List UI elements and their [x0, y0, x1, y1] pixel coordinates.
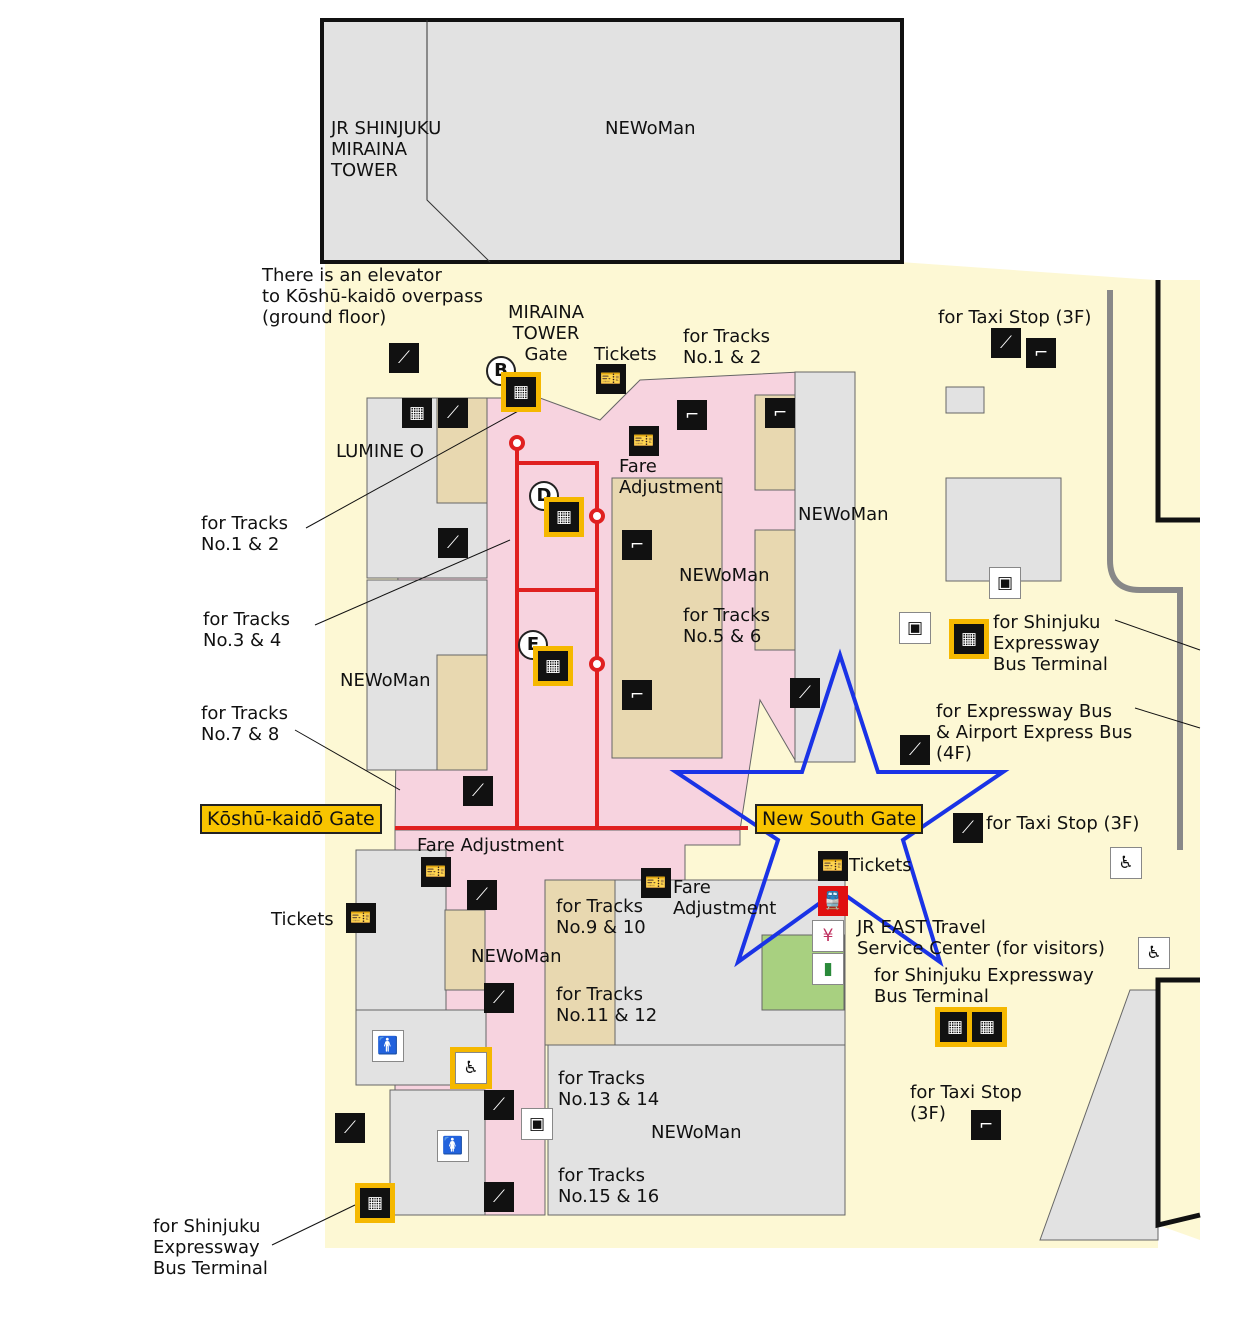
label-newoman: NEWoMan	[651, 1122, 742, 1143]
label-tickets: Tickets	[271, 909, 334, 930]
label-miraina-gate: MIRAINA TOWER Gate	[508, 302, 585, 365]
escalator-icon: ⟋	[438, 398, 468, 428]
label-newoman: NEWoMan	[798, 504, 889, 525]
label-tickets: Tickets	[594, 344, 657, 365]
label-lumine: LUMINE O	[336, 441, 424, 462]
stairs-icon: ⌐	[765, 398, 795, 428]
locker-icon: ▣	[989, 567, 1021, 599]
label-travel-service-center: JR EAST Travel Service Center (for visit…	[857, 917, 1105, 959]
label-fare-adjustment: Fare Adjustment	[417, 835, 564, 856]
label-newoman: NEWoMan	[679, 565, 770, 586]
new-south-gate: New South Gate	[755, 804, 924, 834]
koshu-kaido-gate: Kōshū-kaidō Gate	[200, 804, 382, 834]
escalator-icon: ⟋	[335, 1113, 365, 1143]
label-taxi-stop: for Taxi Stop (3F)	[986, 813, 1140, 834]
ticket-machine-icon: 🎫	[818, 851, 848, 881]
elevator-icon: ▦	[402, 398, 432, 428]
escalator-icon: ⟋	[484, 983, 514, 1013]
ticket-machine-icon: 🎫	[596, 364, 626, 394]
stairs-icon: ⌐	[971, 1110, 1001, 1140]
wheelchair-ramp-icon: ♿	[1110, 847, 1142, 879]
elevator-icon: ▦	[967, 1007, 1007, 1047]
womens-restroom-icon: 🚺	[437, 1130, 469, 1162]
escalator-icon: ⟋	[484, 1182, 514, 1212]
label-expressway-bus-terminal: for Shinjuku Expressway Bus Terminal	[153, 1216, 268, 1279]
escalator-icon: ⟋	[900, 735, 930, 765]
label-tracks-1-2-left: for Tracks No.1 & 2	[201, 513, 288, 555]
ticket-machine-icon: 🎫	[346, 903, 376, 933]
label-tracks-3-4: for Tracks No.3 & 4	[203, 609, 290, 651]
label-taxi-stop: for Taxi Stop (3F)	[910, 1082, 1022, 1124]
label-tracks-11-12: for Tracks No.11 & 12	[556, 984, 658, 1026]
escalator-icon: ⟋	[463, 776, 493, 806]
stairs-icon: ⌐	[677, 400, 707, 430]
elevator-icon: ▦	[355, 1183, 395, 1223]
wheelchair-icon: ♿	[450, 1047, 492, 1089]
label-miraina-tower: JR SHINJUKU MIRAINA TOWER	[331, 118, 442, 181]
elevator-icon: ▦	[544, 497, 584, 537]
stairs-icon: ⌐	[622, 530, 652, 560]
currency-exchange-icon: ¥	[812, 920, 844, 952]
locker-icon: ▣	[521, 1108, 553, 1140]
label-newoman: NEWoMan	[340, 670, 431, 691]
escalator-icon: ⟋	[389, 343, 419, 373]
label-taxi-stop: for Taxi Stop (3F)	[938, 307, 1092, 328]
travel-center-icon: 🚆	[818, 886, 848, 916]
label-expressway-airport-bus: for Expressway Bus & Airport Express Bus…	[936, 701, 1133, 764]
label-tracks-1-2: for Tracks No.1 & 2	[683, 326, 770, 368]
escalator-icon: ⟋	[790, 678, 820, 708]
label-tracks-15-16: for Tracks No.15 & 16	[558, 1165, 660, 1207]
accessible-route	[395, 435, 748, 830]
label-elevator-note: There is an elevator to Kōshū-kaidō over…	[262, 265, 483, 328]
upper-building	[320, 18, 904, 264]
elevator-icon: ▦	[533, 646, 573, 686]
wheelchair-ramp-icon: ♿	[1138, 937, 1170, 969]
ticket-machine-icon: 🎫	[641, 868, 671, 898]
stairs-icon: ⌐	[622, 680, 652, 710]
label-newoman: NEWoMan	[605, 118, 696, 139]
escalator-icon: ⟋	[991, 328, 1021, 358]
escalator-icon: ⟋	[438, 528, 468, 558]
label-expressway-bus-terminal: for Shinjuku Expressway Bus Terminal	[993, 612, 1108, 675]
label-tracks-7-8: for Tracks No.7 & 8	[201, 703, 288, 745]
label-tracks-9-10: for Tracks No.9 & 10	[556, 896, 646, 938]
ticket-machine-icon: 🎫	[629, 426, 659, 456]
locker-icon: ▣	[899, 612, 931, 644]
label-expressway-bus-terminal: for Shinjuku Expressway Bus Terminal	[874, 965, 1094, 1007]
ticket-machine-icon: 🎫	[421, 857, 451, 887]
label-fare-adjustment: Fare Adjustment	[673, 877, 777, 919]
mens-restroom-icon: 🚹	[372, 1030, 404, 1062]
label-tickets: Tickets	[849, 855, 912, 876]
elevator-icon: ▦	[935, 1007, 975, 1047]
label-newoman: NEWoMan	[471, 946, 562, 967]
escalator-icon: ⟋	[484, 1090, 514, 1120]
bookmark-icon: ▮	[812, 953, 844, 985]
stairs-icon: ⌐	[1026, 338, 1056, 368]
label-fare-adjustment: Fare Adjustment	[619, 456, 723, 498]
elevator-icon: ▦	[501, 372, 541, 412]
escalator-icon: ⟋	[467, 880, 497, 910]
label-tracks-5-6: for Tracks No.5 & 6	[683, 605, 770, 647]
escalator-icon: ⟋	[953, 813, 983, 843]
elevator-icon: ▦	[949, 619, 989, 659]
label-tracks-13-14: for Tracks No.13 & 14	[558, 1068, 660, 1110]
